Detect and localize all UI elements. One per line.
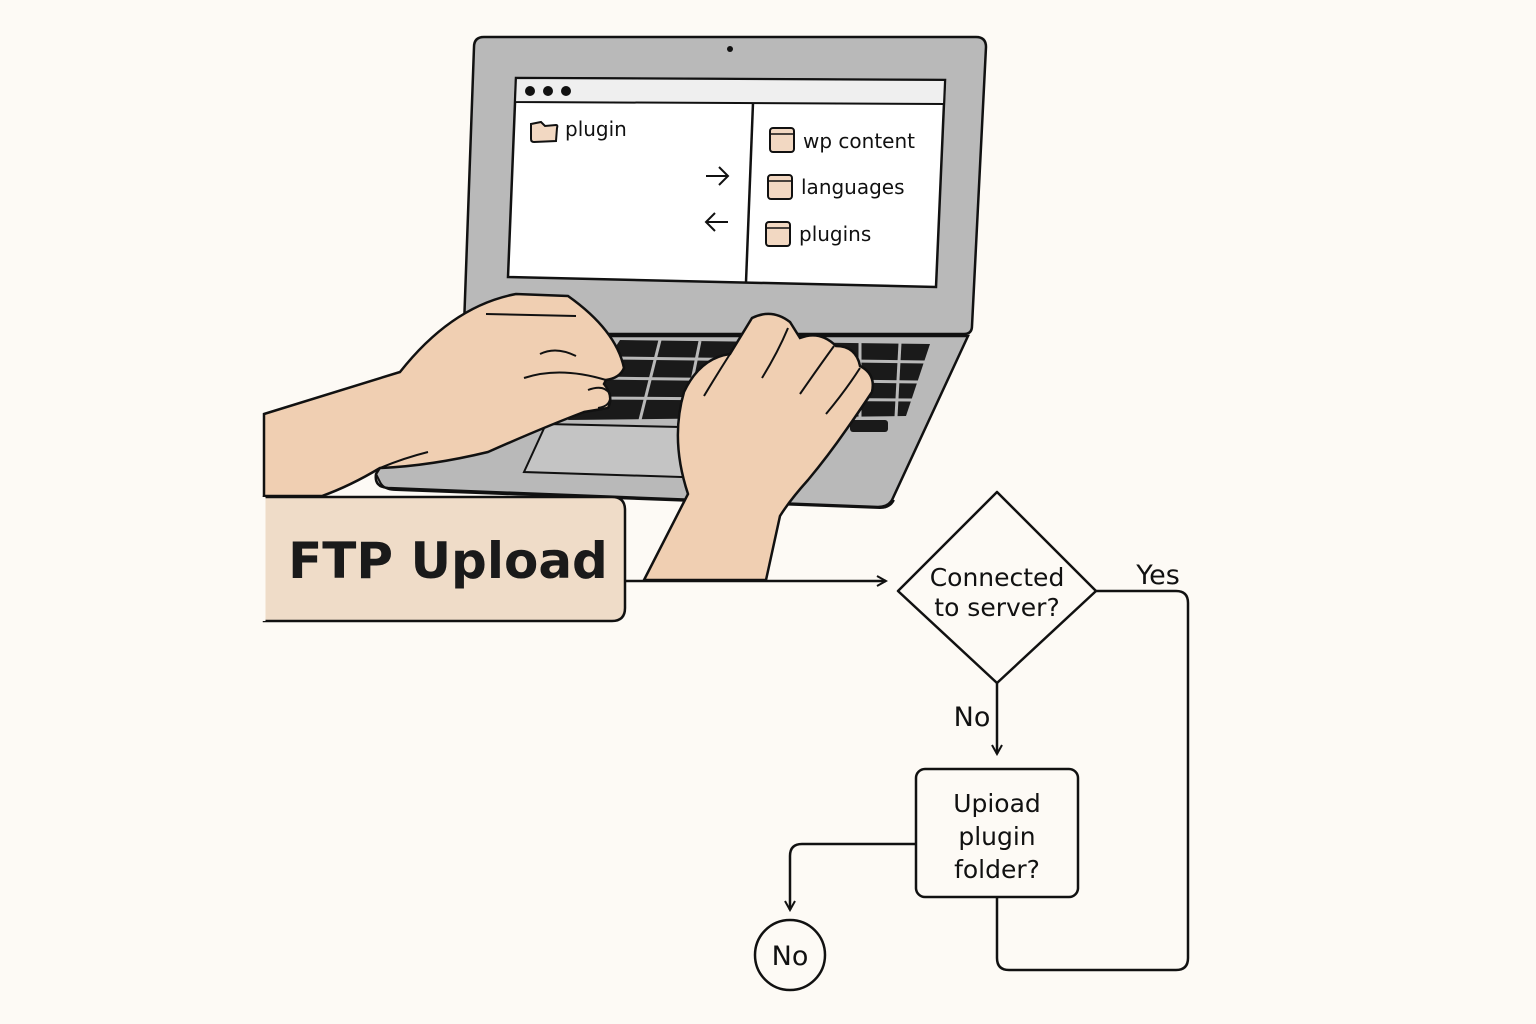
folder-icon[interactable] — [530, 120, 559, 144]
window-dot — [561, 86, 571, 96]
right-hand — [641, 312, 874, 582]
arrow-right-icon — [706, 166, 730, 186]
flowchart: Connected to server? Yes No Upioad plugi… — [625, 490, 1190, 992]
window-dot — [525, 86, 535, 96]
process-text-line2: plugin — [958, 822, 1035, 851]
terminal-connector — [790, 842, 916, 910]
local-panel: plugin — [530, 117, 627, 144]
folder-icon — [765, 221, 791, 247]
folder-label-plugin[interactable]: plugin — [565, 117, 627, 141]
folder-label: plugins — [799, 222, 871, 246]
list-item[interactable]: languages — [767, 174, 905, 200]
process-box — [914, 767, 1080, 899]
screen-display — [506, 76, 947, 289]
ftp-upload-title: FTP Upload — [288, 532, 608, 590]
panel-divider — [744, 102, 755, 283]
arrow-left-icon — [704, 212, 728, 232]
decision-text-line1: Connected — [930, 563, 1065, 592]
terminal-text: No — [772, 941, 809, 972]
decision-text-line2: to server? — [934, 593, 1059, 622]
folder-label: languages — [801, 175, 905, 199]
folder-icon — [769, 127, 795, 153]
window-titlebar — [513, 76, 947, 106]
list-item[interactable]: plugins — [765, 221, 871, 247]
transfer-arrows — [704, 166, 730, 232]
folder-icon — [767, 174, 793, 200]
terminal-circle — [753, 918, 827, 992]
no-label: No — [954, 702, 991, 733]
window-dot — [543, 86, 553, 96]
laptop-base-edge — [375, 473, 895, 510]
list-item[interactable]: wp content — [769, 127, 915, 153]
process-text-line1: Upioad — [953, 789, 1041, 818]
folder-label: wp content — [803, 129, 915, 153]
yes-connector — [995, 589, 1190, 972]
webcam — [727, 46, 733, 52]
yes-label: Yes — [1135, 560, 1180, 591]
ftp-upload-label: FTP Upload — [262, 495, 627, 623]
process-text-line3: folder? — [954, 855, 1040, 884]
remote-panel: wp content languages plugins — [765, 127, 915, 247]
left-hand — [262, 292, 626, 498]
